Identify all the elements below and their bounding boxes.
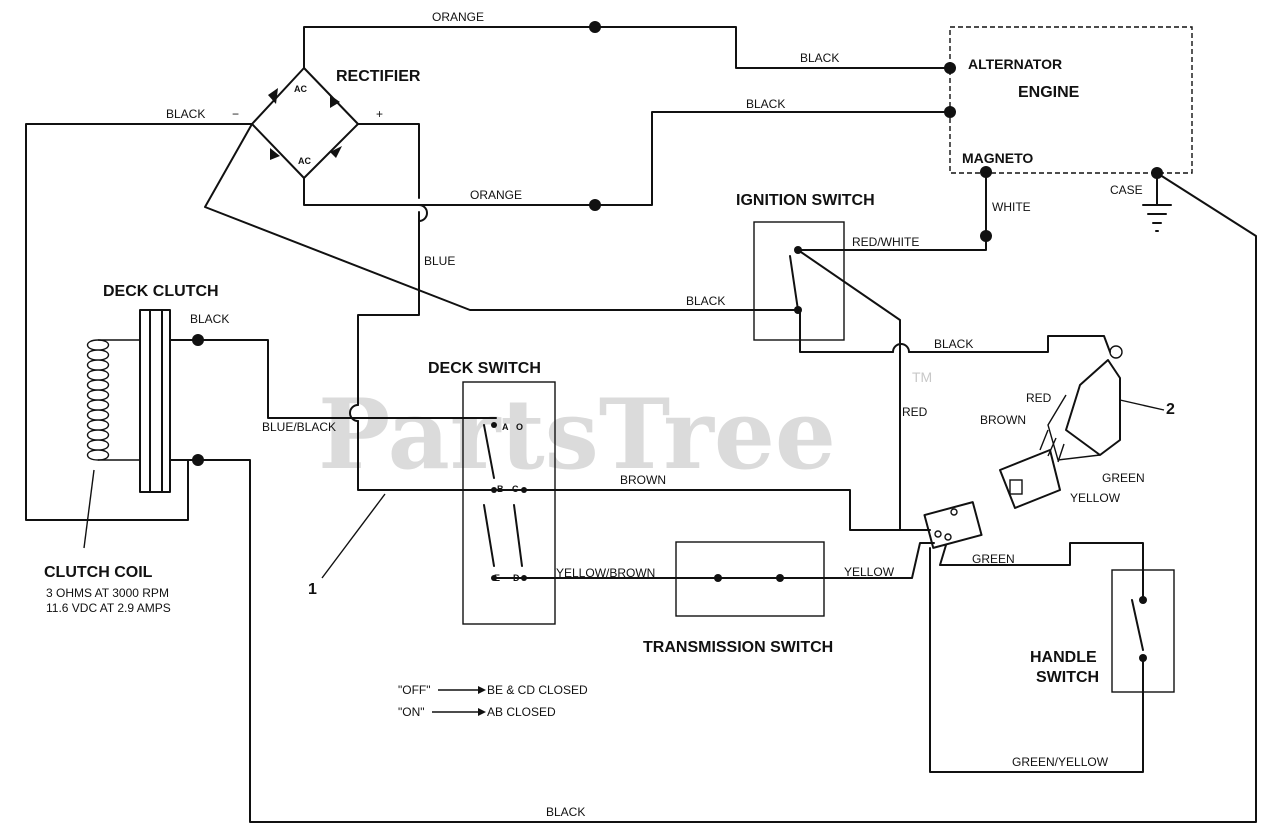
wire-black-ign (204, 123, 801, 311)
wire-green-yellow (929, 547, 1144, 773)
rectifier-plus: + (376, 107, 383, 121)
wire-red (797, 249, 931, 531)
deck-switch: DECK SWITCH A O B C E D (428, 360, 556, 625)
handle-switch-title-2: SWITCH (1036, 669, 1099, 686)
watermark: PartsTree (318, 378, 836, 491)
label-red: RED (902, 405, 928, 419)
callout-2: 2 (1166, 401, 1175, 418)
legend-on-text: AB CLOSED (487, 705, 556, 719)
label-blue: BLUE (424, 254, 455, 268)
detail-green: GREEN (1102, 471, 1145, 485)
label-green: GREEN (972, 552, 1015, 566)
label-black-clutch: BLACK (190, 312, 229, 326)
engine-box: ALTERNATOR ENGINE MAGNETO CASE (949, 26, 1193, 197)
alternator-label: ALTERNATOR (968, 56, 1062, 72)
clutch-coil-spec1: 3 OHMS AT 3000 RPM (46, 586, 169, 600)
deck-switch-term-c: C (512, 484, 519, 494)
label-black-rect: BLACK (166, 107, 205, 121)
wire-blue (357, 123, 420, 199)
junction-dots (192, 21, 1163, 662)
label-orange-top: ORANGE (432, 10, 484, 24)
callout-1: 1 (308, 581, 317, 598)
deck-switch-term-b: B (497, 484, 504, 494)
clutch-coil-specs: CLUTCH COIL 3 OHMS AT 3000 RPM 11.6 VDC … (44, 564, 171, 615)
engine-label: ENGINE (1018, 84, 1080, 101)
legend-off-text: BE & CD CLOSED (487, 683, 588, 697)
rectifier-ac-top: AC (294, 84, 307, 94)
clutch-coil-spec2: 11.6 VDC AT 2.9 AMPS (46, 601, 171, 615)
deck-switch-term-d: D (513, 573, 520, 583)
rectifier-minus: − (232, 107, 239, 121)
label-black-bottom: BLACK (546, 805, 585, 819)
handle-switch: HANDLE SWITCH (1030, 569, 1175, 693)
wire-black-engine (594, 111, 951, 206)
transmission-switch: TRANSMISSION SWITCH (643, 541, 833, 656)
label-orange-mid: ORANGE (470, 188, 522, 202)
legend-off-key: "OFF" (398, 683, 431, 697)
label-white: WHITE (992, 200, 1031, 214)
label-yellow-brown: YELLOW/BROWN (556, 566, 655, 580)
rectifier-ac-bottom: AC (298, 156, 311, 166)
wire-brown (495, 489, 929, 531)
ignition-switch: IGNITION SWITCH (736, 192, 875, 341)
clutch-coil (83, 339, 140, 549)
wire-yellow (779, 542, 935, 579)
legend-on-key: "ON" (398, 705, 425, 719)
label-black-alt: BLACK (800, 51, 839, 65)
rectifier: AC AC RECTIFIER − + (232, 67, 421, 179)
detail-red: RED (1026, 391, 1052, 405)
connector (923, 501, 983, 549)
deck-clutch: DECK CLUTCH (83, 283, 219, 549)
wire-black-bottom (199, 172, 1257, 823)
ignition-switch-title: IGNITION SWITCH (736, 192, 875, 209)
case-label: CASE (1110, 183, 1143, 197)
label-black-conn: BLACK (934, 337, 973, 351)
wire-black-clutch (199, 339, 497, 419)
wire-black-conn (799, 309, 894, 353)
deck-clutch-title: DECK CLUTCH (103, 283, 219, 300)
label-black-engine: BLACK (746, 97, 785, 111)
deck-switch-term-e: E (494, 573, 500, 583)
label-blue-black: BLUE/BLACK (262, 420, 336, 434)
magneto-label: MAGNETO (962, 150, 1033, 166)
wire-labels: ORANGE BLACK BLACK BLACK ORANGE BLUE BLA… (166, 10, 1109, 819)
wire-orange-mid (303, 177, 420, 206)
connector-detail: RED BROWN GREEN YELLOW 2 (980, 345, 1175, 509)
detail-yellow: YELLOW (1070, 491, 1121, 505)
deck-switch-term-a: A (502, 422, 509, 432)
label-green-yellow: GREEN/YELLOW (1012, 755, 1109, 769)
wires (25, 26, 1257, 823)
rectifier-title: RECTIFIER (336, 68, 421, 85)
deck-switch-term-o: O (516, 422, 523, 432)
clutch-coil-title: CLUTCH COIL (44, 564, 153, 581)
handle-switch-title-1: HANDLE (1030, 649, 1097, 666)
label-brown: BROWN (620, 473, 666, 487)
deck-switch-title: DECK SWITCH (428, 360, 541, 377)
wire-green (939, 542, 1144, 599)
label-red-white: RED/WHITE (852, 235, 919, 249)
legend: "OFF" BE & CD CLOSED "ON" AB CLOSED (398, 683, 588, 719)
label-black-ign: BLACK (686, 294, 725, 308)
watermark-tm: TM (912, 369, 932, 385)
transmission-switch-title: TRANSMISSION SWITCH (643, 639, 833, 656)
detail-brown: BROWN (980, 413, 1026, 427)
label-yellow: YELLOW (844, 565, 895, 579)
wire-orange-top (303, 26, 951, 69)
